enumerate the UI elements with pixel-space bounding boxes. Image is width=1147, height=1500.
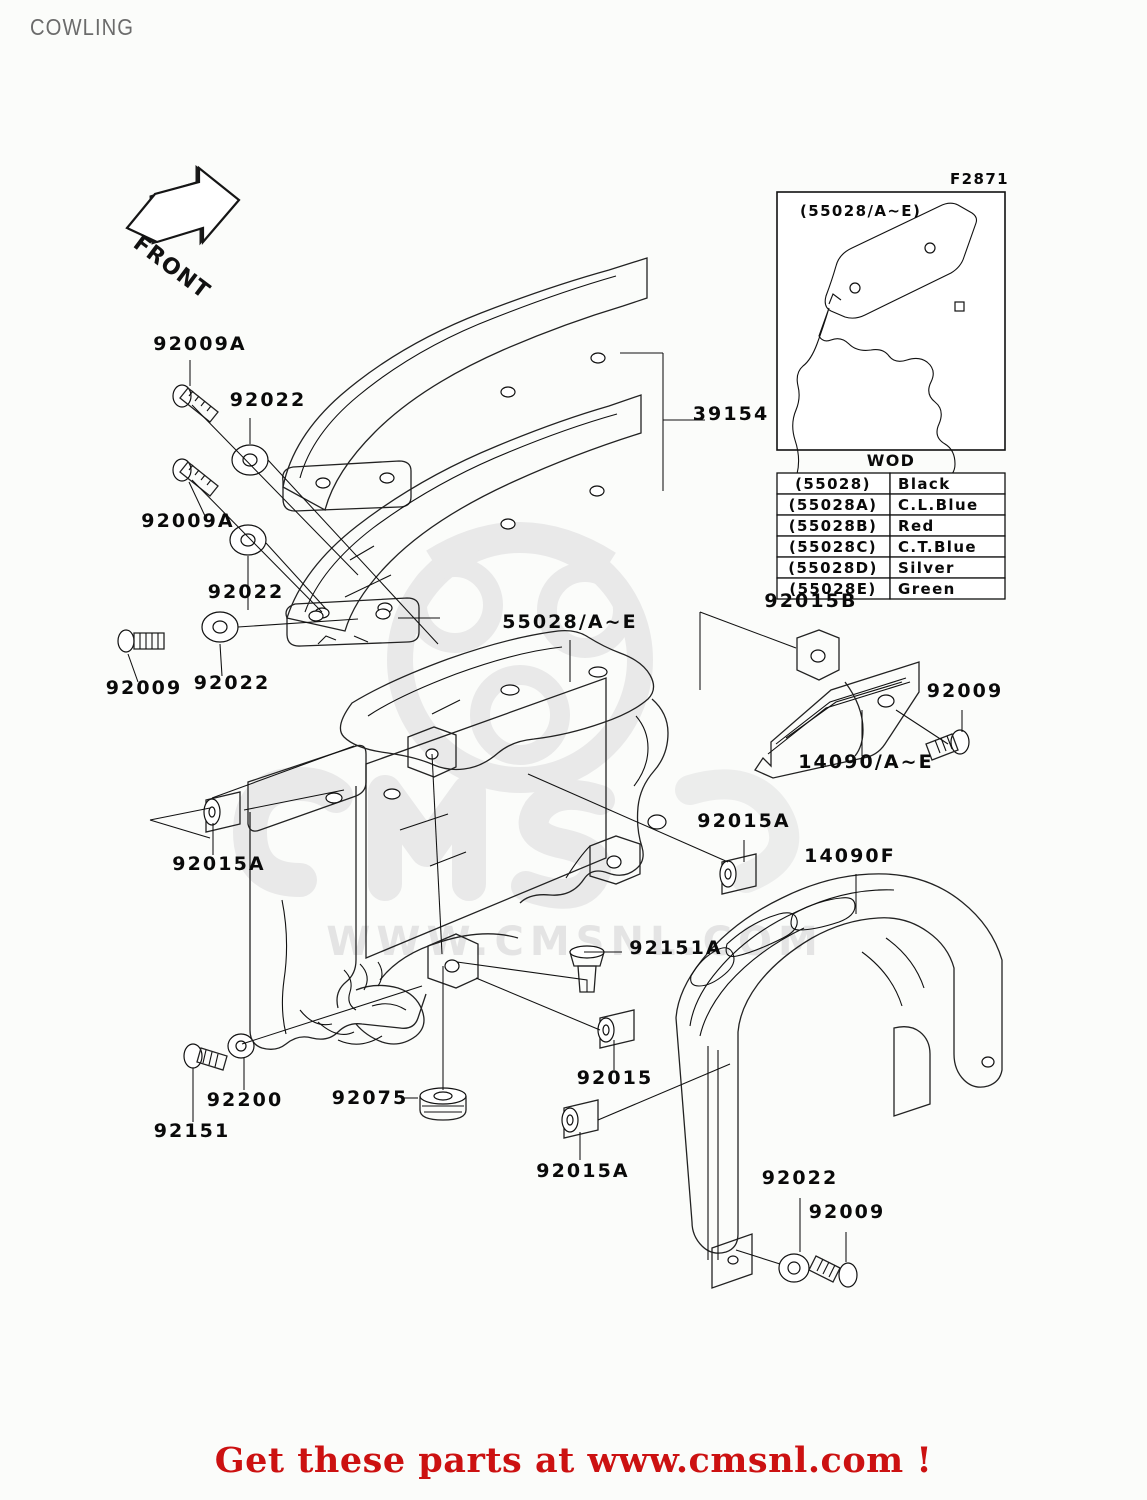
cover-14090ae — [699, 611, 920, 779]
screw-92009a-1 — [172, 384, 219, 423]
washer-92022-2 — [229, 524, 267, 556]
callout-label: 14090F — [804, 845, 896, 867]
watermark-label: WWW.CMSNL.COM — [326, 919, 824, 965]
inset-part-label: (55028/A~E) — [800, 202, 921, 220]
table-row: (55028C) C.T.Blue — [776, 535, 1006, 558]
collar-92015a-bottom — [561, 1099, 599, 1139]
callout-label: 92009 — [106, 677, 183, 699]
callout-label: 14090/A~E — [798, 751, 934, 773]
collar-92015a-left — [203, 791, 241, 833]
table-row: (55028B) Red — [776, 514, 1006, 537]
washer-92200 — [227, 1033, 255, 1059]
color-code: (55028A) — [789, 496, 878, 514]
collar-92015 — [597, 1009, 635, 1049]
washer-92022-br — [778, 1253, 810, 1283]
inset-panel: F2871 (55028/A~E) — [776, 170, 1009, 583]
figure-code: F2871 — [950, 170, 1009, 188]
washer-92022-1 — [231, 444, 269, 476]
bolt-92009-left — [117, 629, 165, 653]
color-name: C.L.Blue — [898, 496, 979, 514]
bolt-92009-right — [925, 729, 970, 761]
color-code: (55028D) — [788, 559, 878, 577]
fasteners — [117, 384, 970, 1288]
callout-label: 39154 — [693, 403, 770, 425]
guard-14090f — [675, 873, 1003, 1289]
cowling-body-55028 — [247, 608, 669, 1050]
color-name: Silver — [898, 559, 955, 577]
color-table: WOD (55028) Black (55028A) C.L.Blue (550… — [776, 451, 1006, 600]
callout-label: 92009A — [141, 510, 234, 532]
color-table-header: WOD — [867, 451, 915, 470]
callout-label: 92015B — [764, 590, 857, 612]
washer-92022-3 — [201, 611, 239, 643]
callout-label: 92200 — [207, 1089, 284, 1111]
callout-label: 92075 — [332, 1087, 409, 1109]
callout-label: 92022 — [762, 1167, 839, 1189]
color-name: Red — [898, 517, 935, 535]
callout-label: 92022 — [208, 581, 285, 603]
table-row: (55028E) Green — [776, 577, 1006, 600]
screw-92151 — [183, 1043, 228, 1071]
collar-92015a-right — [719, 853, 757, 895]
callout-label: 92015 — [577, 1067, 654, 1089]
callout-label: 92151A — [629, 937, 722, 959]
color-name: Black — [898, 475, 951, 493]
callout-label: 92015A — [172, 853, 265, 875]
table-row: (55028) Black — [776, 472, 1006, 495]
color-code: (55028E) — [789, 580, 876, 598]
color-name: Green — [898, 580, 956, 598]
callout-label: 92022 — [194, 672, 271, 694]
leader-lines — [127, 360, 963, 1265]
callout-label: 92022 — [230, 389, 307, 411]
table-row: (55028A) C.L.Blue — [776, 493, 1006, 516]
front-direction-badge: FRONT — [125, 164, 241, 304]
color-name: C.T.Blue — [898, 538, 977, 556]
damper-92075 — [419, 1087, 467, 1121]
page-title: COWLING — [30, 14, 135, 40]
callout-label: 92009 — [809, 1201, 886, 1223]
callout-labels: 92009A 92022 92009A 92022 92009 92022 39… — [106, 333, 1004, 1223]
callout-label: 55028/A~E — [502, 611, 638, 633]
callout-label: 92015A — [697, 810, 790, 832]
callout-label: 92009A — [153, 333, 246, 355]
callout-label: 92009 — [927, 680, 1004, 702]
color-code: (55028) — [795, 475, 871, 493]
footer-promo-text: Get these parts at www.cmsnl.com ! — [214, 1440, 933, 1481]
cms-watermark: WWW.CMSNL.COM — [232, 522, 824, 965]
table-row: (55028D) Silver — [776, 556, 1006, 579]
screw-92009a-2 — [172, 458, 219, 497]
callout-label: 92015A — [536, 1160, 629, 1182]
bolt-92009-br — [808, 1255, 858, 1288]
callout-label: 92151 — [154, 1120, 231, 1142]
color-code: (55028B) — [789, 517, 878, 535]
color-code: (55028C) — [789, 538, 877, 556]
